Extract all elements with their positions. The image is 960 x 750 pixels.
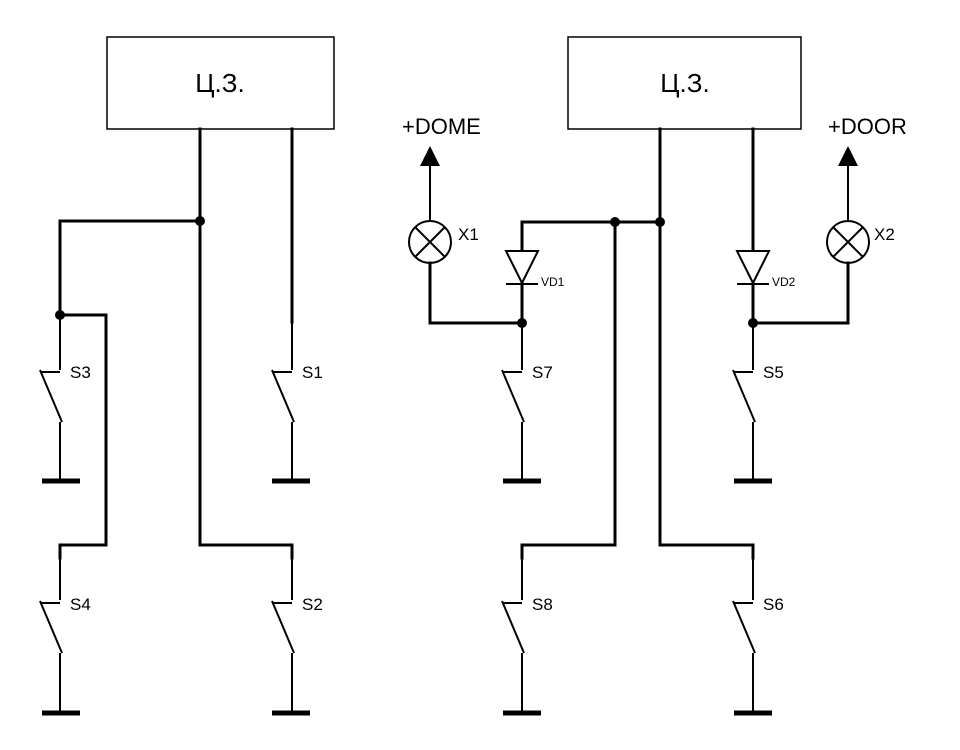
- lamp-icon: [408, 220, 452, 264]
- switch-s1-label: S1: [302, 363, 323, 382]
- switch-s2-label: S2: [302, 595, 323, 614]
- junction-node: [55, 310, 65, 320]
- switch-s2: S2: [271, 558, 323, 716]
- central-lock-unit-left: [106, 36, 335, 130]
- diode-vd2-label: VD2: [772, 275, 796, 289]
- switch-s1: S1: [271, 358, 323, 484]
- supply-door-label: +DOOR: [828, 114, 907, 139]
- diode-icon: [504, 250, 540, 286]
- junction-node: [517, 318, 527, 328]
- right-wires: [428, 127, 850, 560]
- lamp-icon: [826, 220, 870, 264]
- switch-s3: S3: [39, 358, 91, 484]
- switch-s8: S8: [501, 558, 553, 716]
- central-lock-unit-right: [567, 36, 802, 130]
- diode-vd1-label: VD1: [541, 275, 565, 289]
- supply-arrow-icon: [838, 146, 858, 166]
- diode-vd1: VD1: [504, 250, 565, 289]
- junction-node: [195, 216, 205, 226]
- switch-s6-label: S6: [763, 595, 784, 614]
- switch-s5-label: S5: [763, 363, 784, 382]
- left-circuit: Ц.З. S3: [39, 36, 335, 716]
- junction-node: [655, 217, 665, 227]
- lamp-x1-label: X1: [458, 225, 479, 244]
- switch-s7-label: S7: [532, 363, 553, 382]
- switch-s7: S7: [501, 358, 553, 484]
- switch-s8-label: S8: [532, 595, 553, 614]
- central-lock-unit-right-label: Ц.З.: [660, 68, 709, 98]
- switch-s4-label: S4: [70, 595, 91, 614]
- switch-s5: S5: [732, 358, 784, 484]
- lamp-x2: X2: [826, 220, 895, 264]
- lamp-x2-label: X2: [874, 225, 895, 244]
- left-wires: [58, 127, 294, 560]
- supply-dome: +DOME: [402, 114, 481, 166]
- central-lock-unit-left-label: Ц.З.: [195, 68, 244, 98]
- junction-node: [610, 217, 620, 227]
- switch-s4: S4: [39, 558, 91, 716]
- junction-node: [748, 318, 758, 328]
- supply-door: +DOOR: [828, 114, 907, 166]
- supply-arrow-icon: [420, 146, 440, 166]
- switch-s6: S6: [732, 558, 784, 716]
- diode-vd2: VD2: [735, 250, 796, 289]
- diode-icon: [735, 250, 771, 286]
- right-circuit: Ц.З.: [402, 36, 907, 716]
- switch-s3-label: S3: [70, 363, 91, 382]
- lamp-x1: X1: [408, 220, 479, 264]
- supply-dome-label: +DOME: [402, 114, 481, 139]
